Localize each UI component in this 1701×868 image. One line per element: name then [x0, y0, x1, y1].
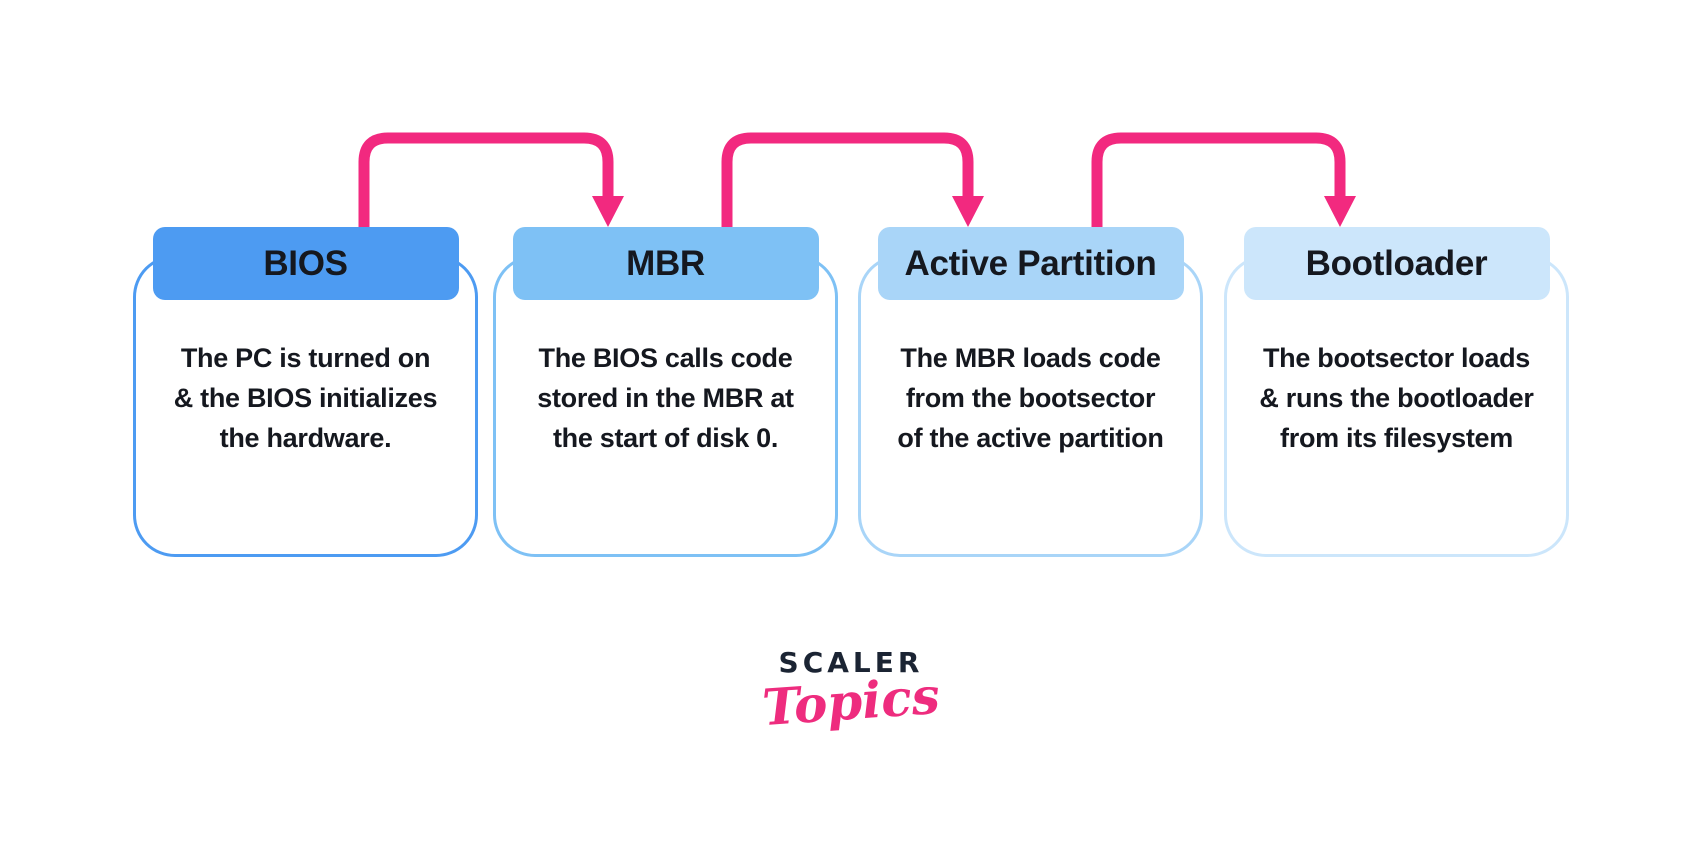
stage-title-bios: BIOS	[263, 243, 348, 283]
scaler-wordmark: SCALER	[778, 646, 924, 679]
description-line: the start of disk 0.	[552, 423, 779, 453]
description-line: & runs the bootloader	[1259, 383, 1534, 413]
stage-title-bootloader: Bootloader	[1305, 243, 1488, 283]
stage-title-mbr: MBR	[626, 243, 705, 283]
stage-header-bootloader: Bootloader	[1243, 227, 1550, 300]
stage-body-mbr: The BIOS calls code stored in the MBR at…	[493, 255, 838, 557]
description-line: the hardware.	[219, 423, 392, 453]
stage-description-bootloader: The bootsector loads & runs the bootload…	[1228, 338, 1565, 458]
stage-header-mbr: MBR	[512, 227, 819, 300]
stage-header-active-partition: Active Partition	[877, 227, 1184, 300]
stage-box-bootloader: The bootsector loads & runs the bootload…	[1224, 227, 1569, 557]
arrowhead-active-partition-icon	[952, 196, 984, 227]
stage-box-bios: The PC is turned on & the BIOS initializ…	[133, 227, 478, 557]
arrow-bios-to-mbr	[358, 132, 614, 228]
stage-box-mbr: The BIOS calls code stored in the MBR at…	[493, 227, 838, 557]
arrow-mbr-to-active-partition	[721, 132, 974, 228]
arrow-active-partition-to-bootloader	[1091, 132, 1346, 228]
description-line: from its filesystem	[1280, 423, 1513, 453]
description-line: & the BIOS initializes	[173, 383, 438, 413]
description-line: The PC is turned on	[180, 343, 431, 373]
description-line: The bootsector loads	[1262, 343, 1531, 373]
stage-title-active-partition: Active Partition	[904, 243, 1157, 283]
stage-description-active-partition: The MBR loads code from the bootsector o…	[862, 338, 1199, 458]
stage-header-bios: BIOS	[152, 227, 459, 300]
description-line: of the active partition	[897, 423, 1164, 453]
stage-body-active-partition: The MBR loads code from the bootsector o…	[858, 255, 1203, 557]
description-line: stored in the MBR at	[537, 383, 794, 413]
stage-description-mbr: The BIOS calls code stored in the MBR at…	[497, 338, 834, 458]
description-line: The MBR loads code	[900, 343, 1161, 373]
stage-box-active-partition: The MBR loads code from the bootsector o…	[858, 227, 1203, 557]
stage-description-bios: The PC is turned on & the BIOS initializ…	[137, 338, 474, 458]
arrowhead-bootloader-icon	[1324, 196, 1356, 227]
scaler-topics-logo: SCALER Topics	[701, 646, 1001, 737]
arrowhead-mbr-icon	[592, 196, 624, 227]
stage-body-bootloader: The bootsector loads & runs the bootload…	[1224, 255, 1569, 557]
description-line: The BIOS calls code	[538, 343, 793, 373]
description-line: from the bootsector	[905, 383, 1156, 413]
stage-body-bios: The PC is turned on & the BIOS initializ…	[133, 255, 478, 557]
